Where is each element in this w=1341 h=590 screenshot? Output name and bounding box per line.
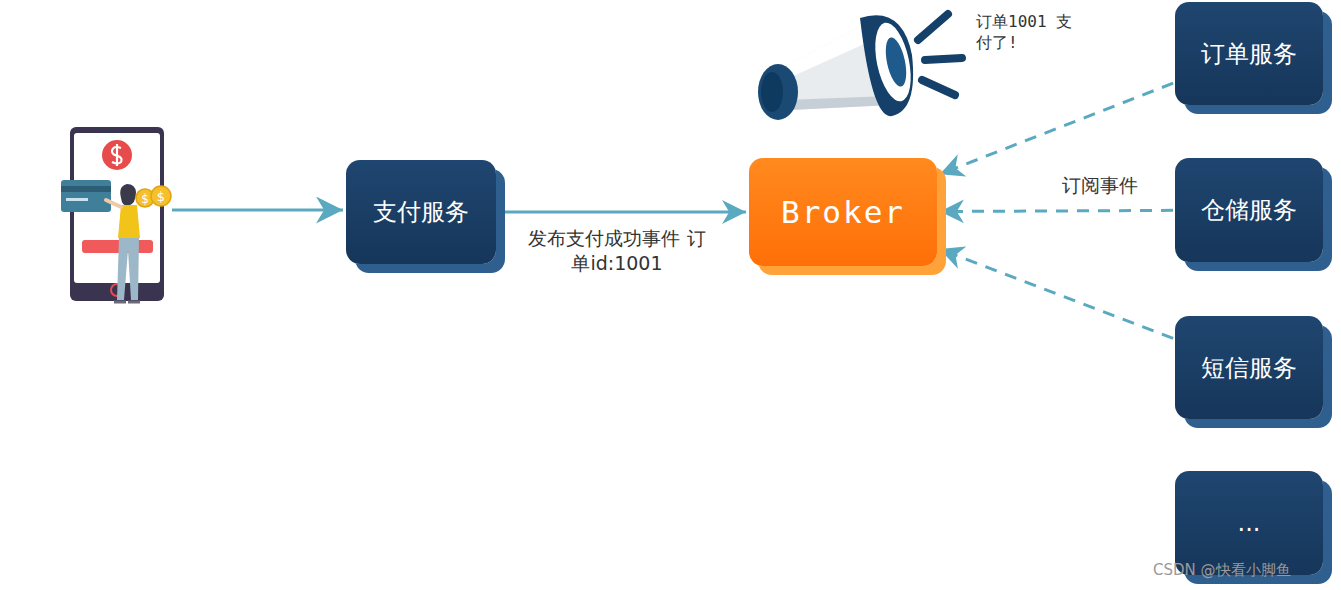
node-text: 订单服务 (1201, 38, 1297, 70)
service-box: 仓储服务 (1175, 158, 1323, 262)
node-text: 短信服务 (1201, 352, 1297, 384)
node-text: 支付服务 (373, 196, 469, 228)
broker-box: Broker (749, 158, 937, 266)
service-box: ... (1175, 471, 1323, 575)
node-text: ... (1238, 509, 1261, 537)
node-text: 仓储服务 (1201, 194, 1297, 226)
watermark: CSDN @快看小脚鱼 (1153, 561, 1291, 580)
service-box: 短信服务 (1175, 316, 1323, 419)
node-text: Broker (781, 194, 905, 230)
connector (498, 211, 746, 214)
connector (940, 210, 1173, 211)
edge-label: 发布支付成功事件 订单id:1001 (519, 226, 715, 275)
connector (940, 249, 1173, 338)
service-box: 支付服务 (346, 160, 496, 264)
megaphone-illustration (758, 14, 962, 120)
callout-note: 订单1001 支付了! (976, 12, 1076, 54)
service-box: 订单服务 (1175, 2, 1323, 105)
connector (940, 83, 1173, 174)
edge-label: 订阅事件 (1059, 173, 1141, 198)
svg-text:$: $ (141, 192, 149, 206)
svg-text:$: $ (157, 189, 165, 204)
phone-illustration: $ $ (61, 127, 343, 302)
